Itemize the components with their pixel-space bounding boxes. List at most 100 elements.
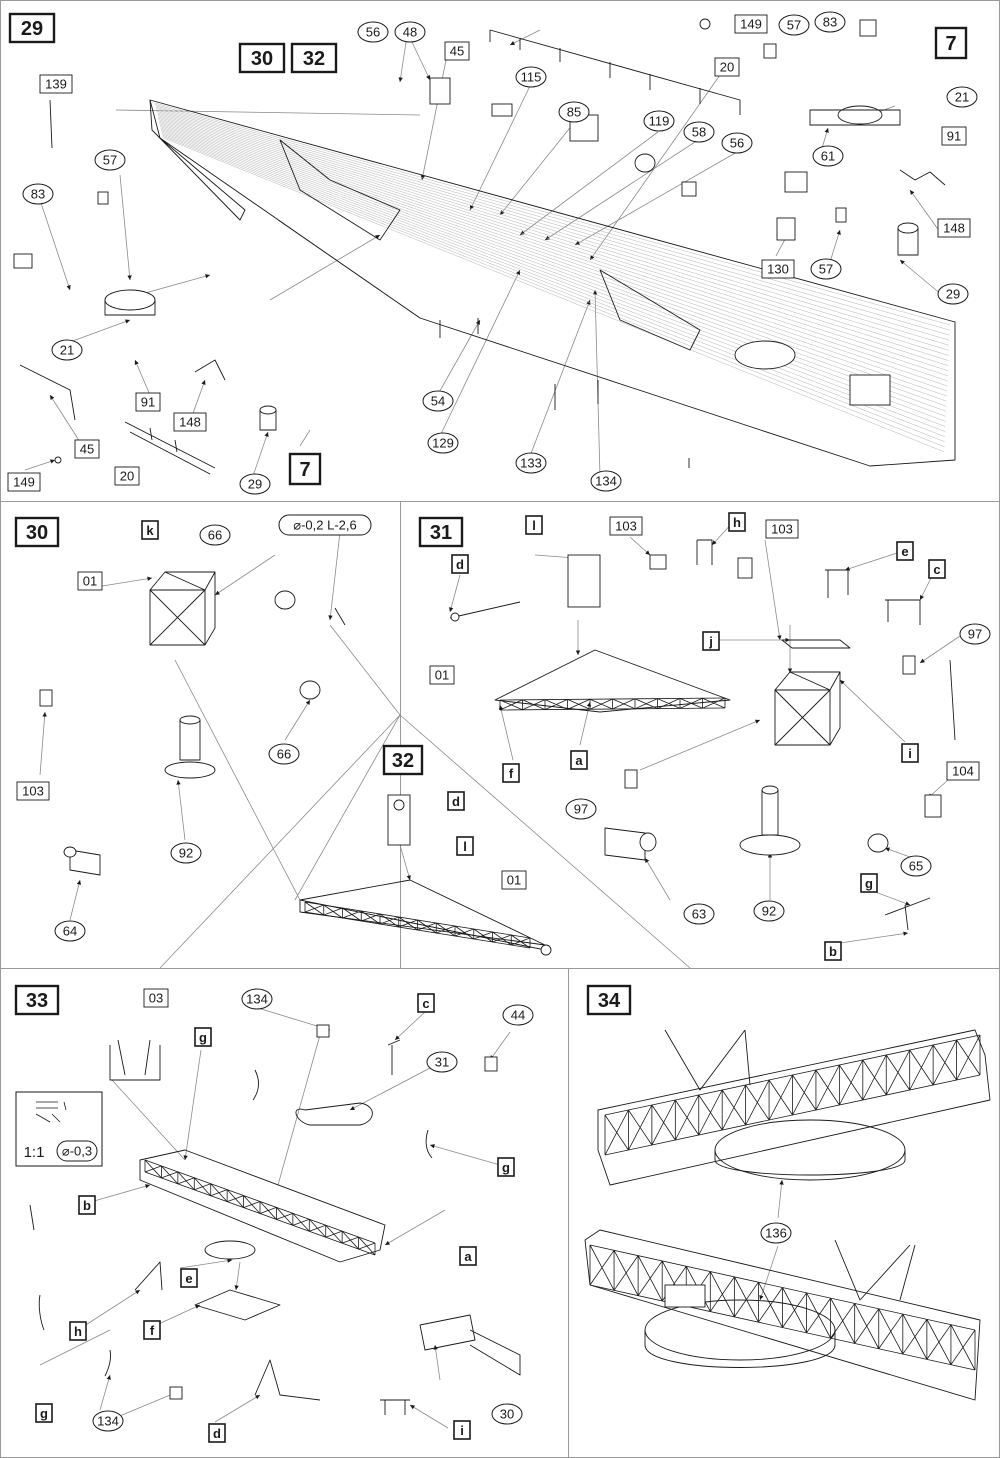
part-callout-circled: 97	[565, 798, 597, 820]
leader-line	[574, 151, 738, 246]
part-callout-boxed: 20	[114, 466, 140, 486]
callout-number: 01	[83, 574, 97, 589]
leader-line	[191, 379, 206, 417]
part-callout-boxed: 103	[765, 519, 799, 539]
callout-box	[7, 472, 41, 492]
part-c-rail	[885, 599, 921, 625]
part-letter-callout: b	[824, 941, 842, 961]
part-63-winch	[604, 827, 646, 861]
letter: i	[460, 1423, 464, 1438]
leader-line	[919, 635, 961, 664]
callout-number: 91	[141, 395, 155, 410]
arrow-head	[305, 700, 310, 705]
part-119	[634, 153, 656, 173]
callout-box	[77, 571, 103, 591]
leader-line	[49, 394, 81, 443]
callout-ring	[643, 110, 675, 132]
arrow-head	[410, 1405, 415, 1410]
callout-number: 119	[649, 114, 670, 129]
leader-line	[777, 1179, 783, 1219]
callout-number: 97	[968, 627, 982, 642]
part-callout-boxed: 148	[173, 412, 207, 432]
part-callout-circled: 92	[753, 900, 785, 922]
part-callout-circled: 134	[241, 988, 273, 1010]
panel-steps-30-32	[0, 501, 401, 969]
panel-step-34	[568, 968, 1000, 1458]
part-58	[681, 181, 697, 197]
step-box	[8, 12, 56, 44]
callout-number: 03	[149, 991, 163, 1006]
arrow-head	[586, 300, 591, 305]
part-callout-boxed: 91	[941, 126, 967, 146]
callout-ring	[810, 258, 842, 280]
callout-box	[444, 41, 470, 61]
letter-box	[180, 1268, 198, 1288]
part-letter-callout: d	[447, 791, 465, 811]
part-callout-boxed: 01	[501, 870, 527, 890]
letter: d	[456, 557, 464, 572]
letter: e	[901, 544, 908, 559]
letter: g	[199, 1030, 207, 1045]
part-letter-callout: g	[497, 1157, 515, 1177]
part-g-top	[252, 1069, 259, 1101]
leader-line	[69, 319, 131, 343]
part-callout-circled: 66	[199, 524, 231, 546]
deck-planking	[154, 102, 951, 453]
letter: g	[865, 876, 873, 891]
arrow-head	[50, 395, 55, 400]
part-57-top	[763, 43, 777, 59]
callout-number: 83	[31, 187, 45, 202]
letter-box	[502, 763, 520, 783]
callout-ring	[753, 900, 785, 922]
letter-box	[141, 520, 159, 540]
callout-number: 66	[208, 528, 222, 543]
callout-ring	[241, 988, 273, 1010]
arrow-head	[787, 668, 793, 673]
letter-box	[453, 1420, 471, 1440]
step-label: 7	[945, 33, 956, 55]
part-callout-circled: 63	[683, 903, 715, 925]
leader-line	[639, 719, 761, 771]
part-97-a	[902, 655, 916, 675]
arrow-head	[920, 595, 924, 600]
part-21-ring	[104, 289, 156, 311]
letter-box	[208, 1423, 226, 1443]
letter: l	[532, 518, 536, 533]
leader-line	[77, 1289, 141, 1331]
step-29-number: 29	[8, 12, 56, 44]
leader-line	[469, 85, 531, 211]
leader-line	[284, 699, 311, 741]
part-f-plate	[194, 1289, 281, 1321]
leader-line	[449, 574, 461, 613]
leader-line	[179, 1259, 233, 1269]
part-139-ladder	[49, 99, 53, 149]
part-callout-circled: 21	[946, 86, 978, 108]
leader-line	[436, 319, 481, 397]
part-103-b	[737, 557, 753, 579]
callout-number: 149	[740, 17, 762, 32]
part-callout-boxed: 01	[77, 571, 103, 591]
callout-ring	[426, 1051, 458, 1073]
callout-box	[39, 74, 73, 94]
callout-number: 65	[909, 859, 923, 874]
leader-line	[411, 41, 431, 81]
arrow-head	[900, 260, 905, 265]
callout-number: 103	[771, 522, 793, 537]
letter: c	[933, 562, 940, 577]
crane-cab-31-bracing	[774, 671, 831, 746]
crane-cab-frame	[149, 571, 216, 646]
pill-text: ⌀-0,2 L-2,6	[293, 518, 356, 533]
part-64-drum	[63, 846, 77, 858]
part-92-post	[179, 720, 201, 761]
callout-number: 45	[450, 44, 464, 59]
part-callout-circled: 58	[683, 121, 715, 143]
jib-sheave	[540, 944, 552, 956]
arrow-head	[449, 607, 454, 612]
part-letter-callout: g	[35, 1403, 53, 1423]
callout-number: 97	[574, 802, 588, 817]
part-callout-circled: 31	[426, 1051, 458, 1073]
step-box	[418, 516, 464, 548]
letter-box	[896, 541, 914, 561]
arrow-head	[824, 128, 829, 133]
part-letter-callout: c	[928, 559, 946, 579]
